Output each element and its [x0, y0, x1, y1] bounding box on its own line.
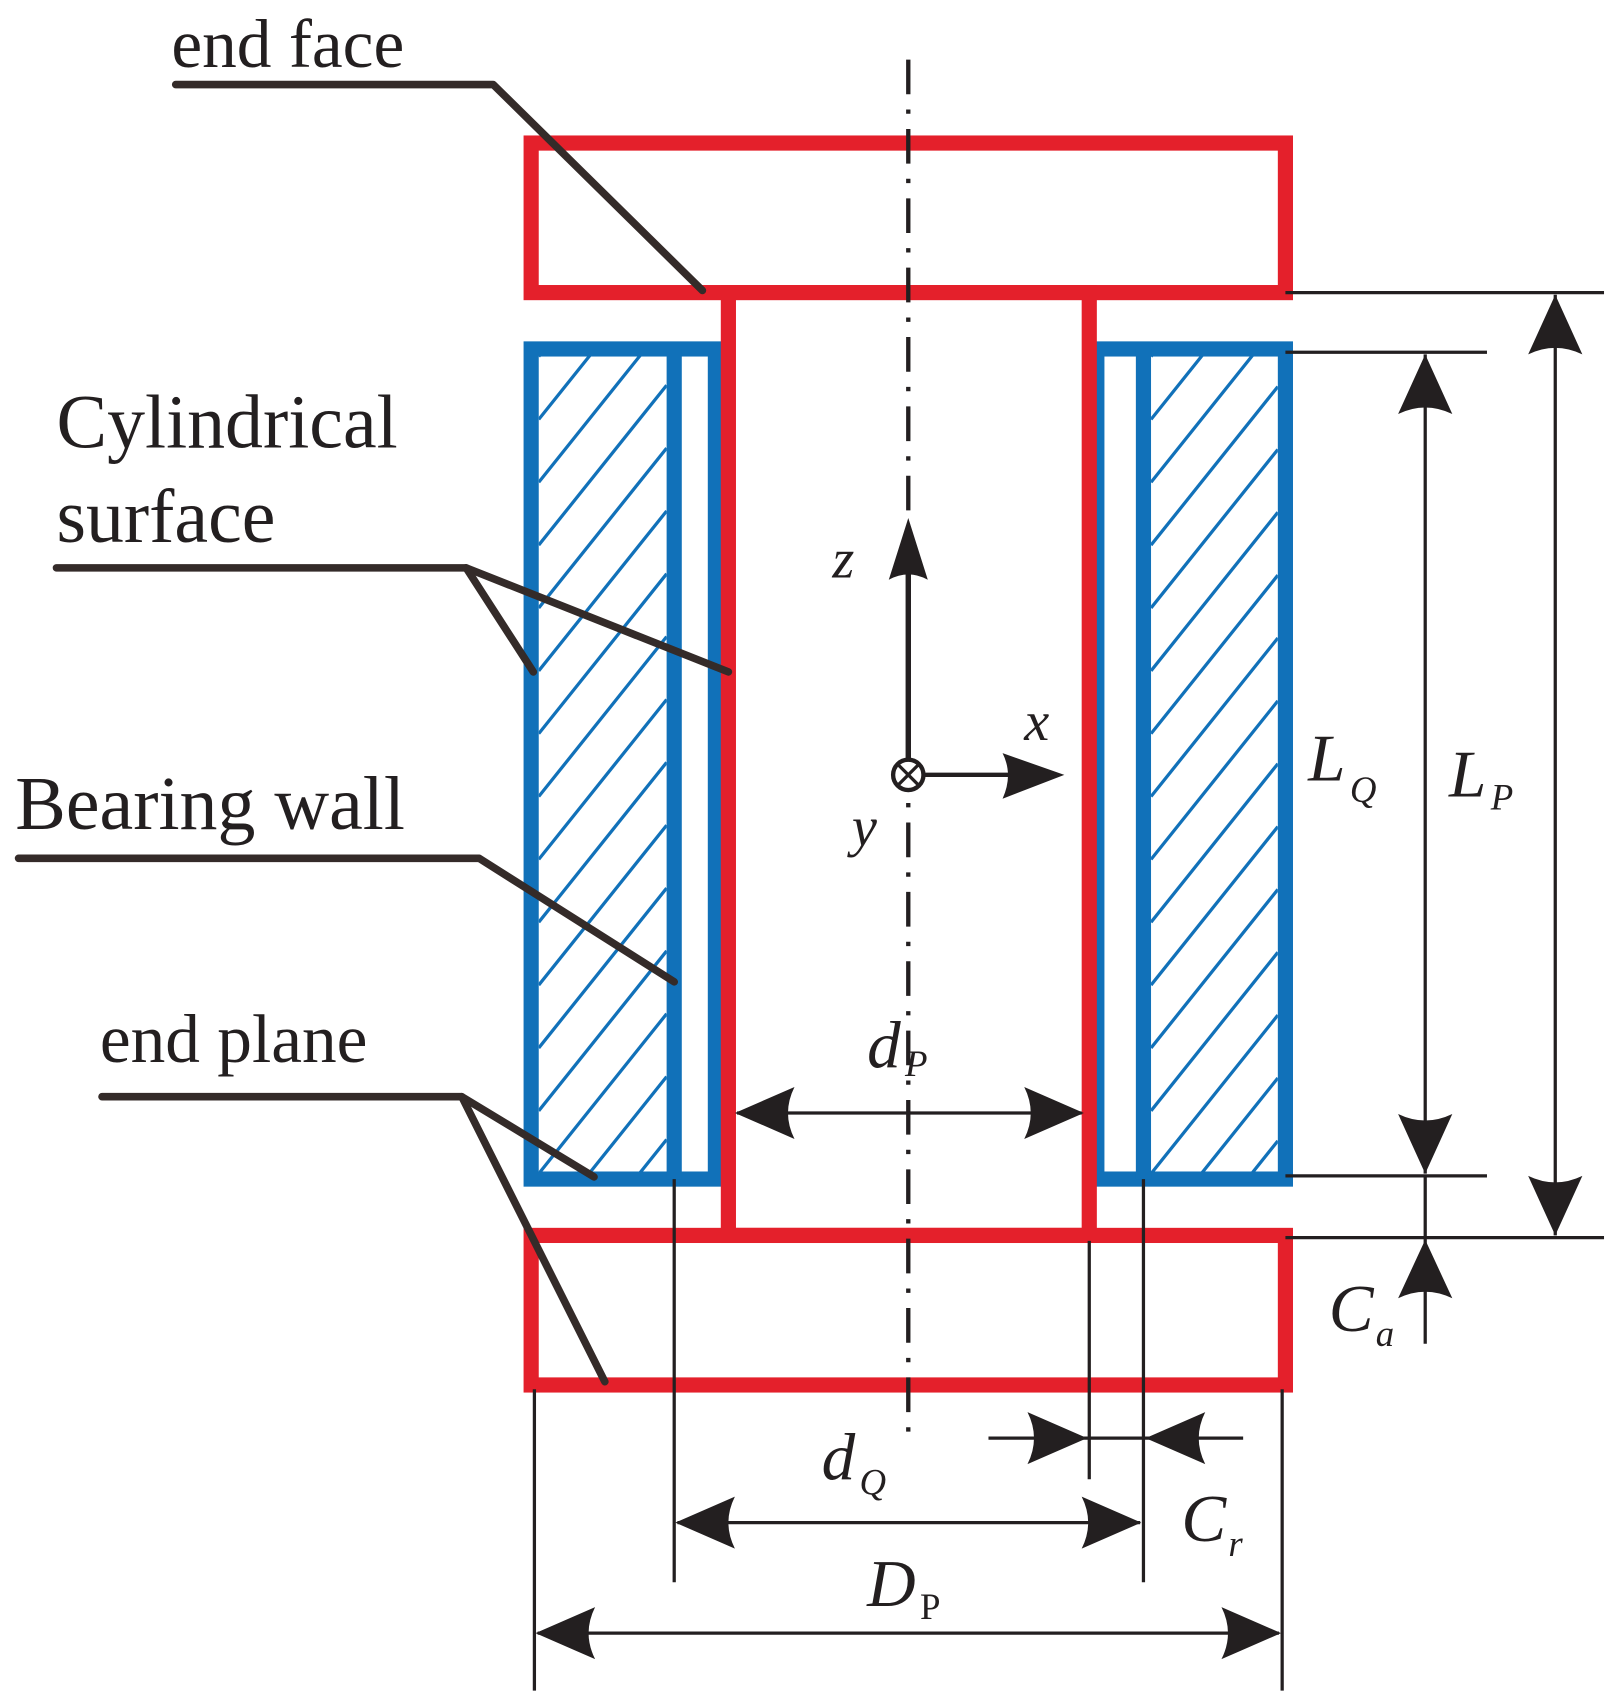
hatch-line: [538, 509, 667, 672]
bearing-wall-leader: [14, 854, 678, 986]
left-bearing-outline: [523, 341, 723, 1187]
hatch-line: [1151, 1014, 1278, 1172]
hatch-line: [1151, 888, 1278, 1049]
hatch-line: [1151, 356, 1204, 421]
y-axis-label: y: [847, 796, 878, 858]
z-axis-label: z: [831, 529, 854, 591]
hatch-line: [1151, 699, 1278, 861]
hatch-line: [1151, 511, 1278, 672]
hatch-line: [1251, 1139, 1278, 1172]
hatch-line: [538, 356, 642, 484]
hatch-line: [538, 635, 667, 798]
into-page-icon: [890, 757, 926, 793]
hatch-line: [1151, 385, 1278, 547]
right-bearing-hatch: [1151, 356, 1278, 1362]
coordinate-axes: z x y: [831, 518, 1065, 858]
end-face-leader: [171, 80, 707, 295]
hatch-line: [538, 572, 667, 735]
hatch-line: [538, 384, 667, 547]
hatch-line: [1151, 356, 1254, 484]
hatch-line: [1151, 1204, 1278, 1362]
hatch-line: [538, 356, 592, 421]
cylindrical-surface-leader-bearing: [462, 564, 538, 676]
hatch-line: [1151, 637, 1278, 798]
dim-dQ: [675, 1496, 1142, 1549]
hatch-line: [538, 356, 541, 358]
dim-LP: [1528, 294, 1583, 1236]
hatch-line: [538, 1012, 667, 1172]
hatch-line: [1151, 448, 1278, 609]
hatch-line: [1151, 574, 1278, 735]
hatch-line: [538, 887, 667, 1049]
x-axis-label: x: [1023, 691, 1049, 753]
bearing-wall-label: Bearing wall: [15, 762, 405, 846]
dim-LQ: [1398, 354, 1453, 1174]
dim-Ca: [1398, 1175, 1453, 1344]
z-axis-arrowhead: [888, 518, 928, 580]
hatch-line: [1151, 951, 1278, 1112]
cylindrical-surface-label-line1: Cylindrical: [56, 381, 397, 465]
end-face-label: end face: [171, 6, 404, 83]
left-bearing-hatch: [538, 356, 667, 1172]
hatch-line: [638, 1138, 667, 1172]
dim-Cr: [988, 1412, 1244, 1465]
end-plane-label: end plane: [100, 1001, 368, 1078]
hatch-line: [588, 1075, 667, 1172]
cylindrical-surface-label-line2: surface: [56, 475, 275, 559]
dim-dP: [734, 1086, 1084, 1139]
hatch-line: [538, 447, 667, 609]
dim-DP: [535, 1607, 1282, 1660]
x-axis-arrowhead: [1002, 753, 1065, 799]
end-plane-leader-collar: [458, 1092, 609, 1386]
cylindrical-surface-leader-shaft: [52, 564, 733, 676]
hatch-line: [538, 949, 667, 1112]
hatch-line: [538, 761, 667, 924]
end-plane-leader-bearing: [98, 1092, 598, 1181]
hatch-line: [1151, 825, 1278, 987]
hatch-line: [1151, 762, 1278, 924]
left-bearing: [523, 341, 723, 1187]
hatch-line: [1200, 1077, 1278, 1172]
hatch-line: [538, 698, 667, 861]
dim-Ca-label: Ca: [1329, 1271, 1394, 1354]
hatch-line: [1151, 356, 1154, 358]
hatch-line: [538, 824, 667, 987]
dim-Cr-label: Cr: [1181, 1481, 1243, 1564]
